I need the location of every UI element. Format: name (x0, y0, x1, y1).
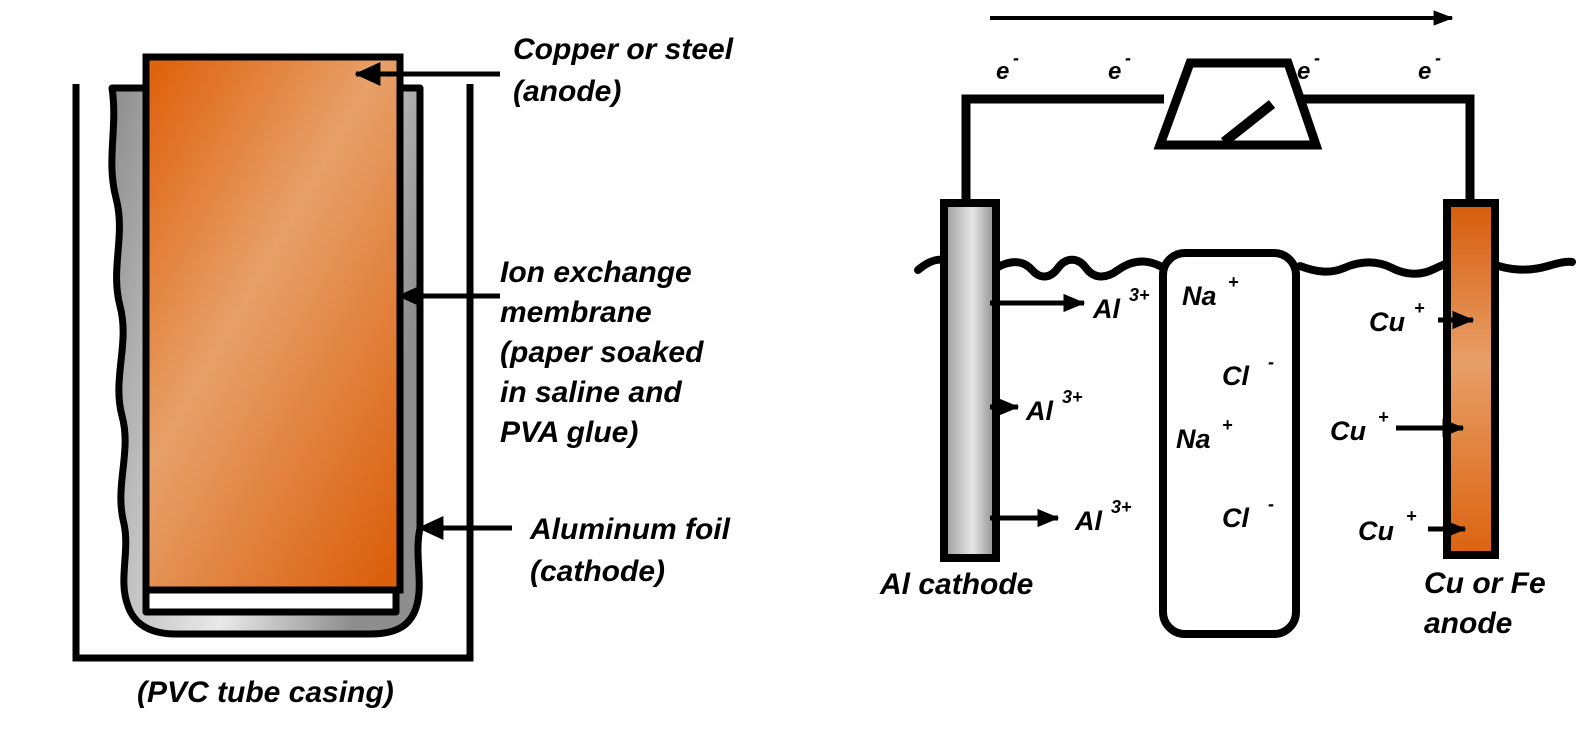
cu-ion-symbol-3: Cu (1358, 516, 1394, 546)
electron-label-4: e - (1418, 48, 1441, 85)
membrane-ion-label-3: Na + (1176, 415, 1233, 454)
electron-charge-3: - (1314, 48, 1320, 68)
electron-symbol-4: e (1418, 58, 1431, 85)
al-ion-symbol-3: Al (1074, 506, 1102, 536)
label-membrane-line2: membrane (500, 296, 652, 329)
label-pvc-casing: (PVC tube casing) (137, 676, 394, 709)
label-cathode-line1: Aluminum foil (529, 513, 731, 546)
cu-ion-charge-3: + (1406, 506, 1417, 526)
label-anode-line1: Copper or steel (513, 33, 734, 66)
membrane-ion-label-1: Na + (1182, 272, 1239, 311)
electron-charge-2: - (1125, 48, 1131, 68)
right-panel-schematic: e - e - e - e - (879, 10, 1576, 640)
electron-symbol-3: e (1297, 58, 1310, 85)
voltmeter (1153, 58, 1323, 150)
left-panel-cutaway: Copper or steel (anode) Ion exchange mem… (72, 33, 734, 709)
al-ion-charge-1: 3+ (1129, 285, 1150, 305)
circuit-wire-left (961, 94, 1164, 210)
membrane-ion-charge-4: - (1268, 494, 1274, 514)
cu-ion-charge-2: + (1378, 407, 1389, 427)
copper-steel-anode (142, 53, 404, 594)
al-ion-label-1: Al 3+ (1092, 285, 1150, 324)
cu-ion-label-2: Cu + (1330, 407, 1389, 446)
membrane-ion-symbol-4: Cl (1222, 503, 1249, 533)
electron-symbol-2: e (1108, 58, 1121, 85)
cu-fe-anode-caption-line1: Cu or Fe (1424, 567, 1546, 600)
cu-ion-symbol-2: Cu (1330, 416, 1366, 446)
label-membrane-line3: (paper soaked (500, 336, 704, 369)
electron-label-3: e - (1297, 48, 1320, 85)
electron-charge-4: - (1435, 48, 1441, 68)
membrane-ion-symbol-1: Na (1182, 281, 1217, 311)
pvc-tube-casing (72, 84, 474, 662)
label-membrane-line1: Ion exchange (500, 256, 692, 289)
al-ion-symbol-1: Al (1092, 294, 1120, 324)
al-ion-label-2: Al 3+ (1025, 387, 1083, 426)
label-membrane-line4: in saline and (500, 376, 682, 409)
cu-fe-anode-caption-line2: anode (1424, 607, 1512, 640)
cu-ion-charge-1: + (1414, 298, 1425, 318)
ion-exchange-membrane-strip (1159, 249, 1300, 638)
electron-label-2: e - (1108, 48, 1131, 85)
electron-charge-1: - (1013, 48, 1019, 68)
membrane-ion-label-2: Cl - (1222, 352, 1274, 391)
membrane-ion-charge-1: + (1228, 272, 1239, 292)
electron-symbol-1: e (996, 58, 1009, 85)
al-ion-label-3: Al 3+ (1074, 497, 1132, 536)
circuit-wire-right (1300, 94, 1475, 205)
membrane-ion-charge-2: - (1268, 352, 1274, 372)
membrane-ion-symbol-3: Na (1176, 424, 1211, 454)
membrane-ion-charge-3: + (1222, 415, 1233, 435)
label-membrane-line5: PVA glue) (500, 416, 638, 449)
al-ion-charge-2: 3+ (1062, 387, 1083, 407)
membrane-ion-symbol-2: Cl (1222, 361, 1249, 391)
al-ion-symbol-2: Al (1025, 396, 1053, 426)
membrane-ion-label-4: Cl - (1222, 494, 1274, 533)
label-cathode-line2: (cathode) (530, 555, 665, 588)
cu-ion-label-1: Cu + (1369, 298, 1425, 337)
electron-label-1: e - (996, 48, 1019, 85)
cu-ion-symbol-1: Cu (1369, 307, 1405, 337)
label-anode-line2: (anode) (513, 75, 621, 108)
cu-fe-anode-electrode (1443, 199, 1499, 559)
voltmeter-needle-icon (1220, 100, 1276, 146)
al-cathode-caption: Al cathode (879, 568, 1033, 601)
al-cathode-electrode (940, 199, 1000, 562)
cu-ion-label-3: Cu + (1358, 506, 1417, 546)
al-ion-charge-3: 3+ (1111, 497, 1132, 517)
